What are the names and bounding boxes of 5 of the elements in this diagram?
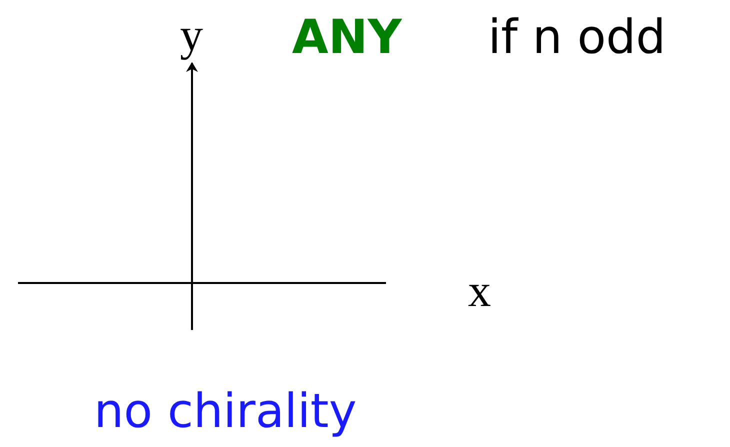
caption-text: no chirality xyxy=(94,388,357,435)
condition-text: if n odd xyxy=(488,14,666,61)
axis-label: x xyxy=(468,268,491,314)
condition-label: ANY xyxy=(292,14,402,61)
axis-label: y xyxy=(180,12,203,58)
